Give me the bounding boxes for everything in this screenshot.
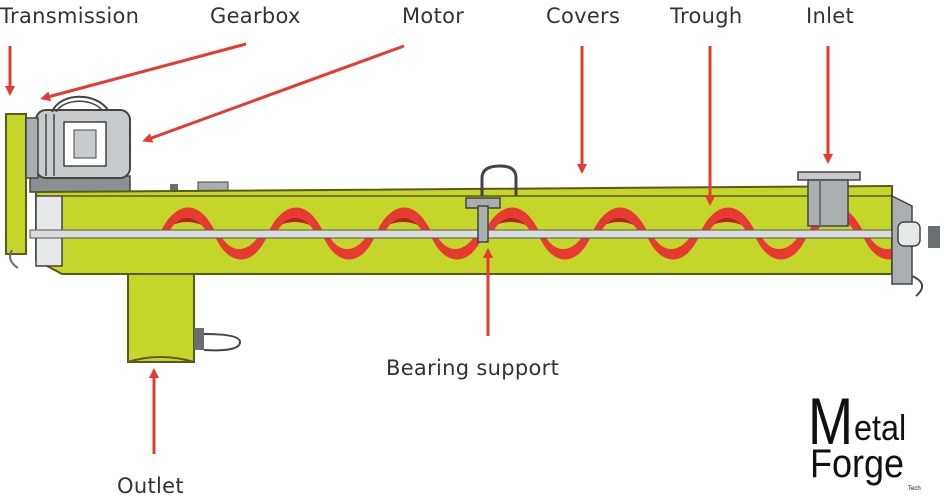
flight-top — [484, 207, 542, 238]
flight-front — [646, 234, 700, 260]
bearing-support — [465, 164, 518, 243]
flight-front — [430, 234, 484, 260]
label-bearing-support: Bearing support — [386, 356, 560, 380]
label-outlet: Outlet — [117, 474, 184, 498]
logo-etal: etal — [854, 407, 907, 448]
logo-m: M — [808, 384, 854, 458]
flight-top — [592, 207, 650, 238]
flight-top — [160, 207, 218, 238]
label-gearbox: Gearbox — [210, 4, 301, 28]
shaft — [29, 229, 901, 239]
flight-front — [538, 234, 592, 260]
top-block-small — [170, 184, 178, 192]
motor-gearbox-assembly — [25, 95, 131, 193]
gearbox-arrow — [40, 42, 247, 102]
label-transmission: Transmission — [0, 4, 140, 28]
transmission-plate — [5, 113, 27, 269]
flight-top — [268, 207, 326, 238]
label-inlet: Inlet — [806, 4, 854, 28]
metal-forge-logo: M etal Forge Tech — [808, 388, 928, 494]
flight-front — [754, 234, 808, 260]
label-covers: Covers — [546, 4, 621, 28]
logo-tech: Tech — [908, 486, 921, 492]
flight-top — [376, 207, 434, 238]
flight-front — [862, 234, 892, 260]
label-arrows — [5, 42, 833, 454]
inlet-hopper — [797, 171, 861, 227]
motor-arrow — [142, 44, 405, 143]
label-trough: Trough — [670, 4, 743, 28]
logo-forge: Forge — [810, 442, 905, 486]
flight-front — [214, 234, 268, 260]
flight-front — [322, 234, 376, 260]
label-motor: Motor — [402, 4, 465, 28]
right-end-bearing — [891, 194, 940, 297]
flight-top — [700, 207, 758, 238]
